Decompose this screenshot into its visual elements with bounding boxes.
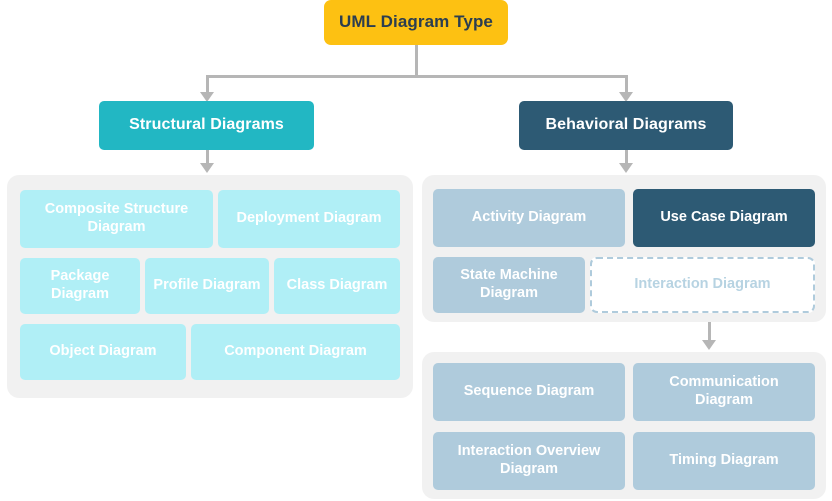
chip-interaction-overview-diagram-label: Interaction Overview Diagram [457,443,601,477]
chip-composite-structure-diagram[interactable]: Composite Structure Diagram [20,190,213,248]
chip-profile-diagram-label: Profile Diagram [153,277,261,294]
arrow-structural-panel-icon [200,163,214,173]
chip-object-diagram-label: Object Diagram [49,343,157,360]
chip-composite-structure-diagram-label: Composite Structure Diagram [44,201,189,235]
node-structural-diagrams[interactable]: Structural Diagrams [99,101,314,150]
chip-profile-diagram[interactable]: Profile Diagram [145,258,269,314]
chip-communication-diagram-label: Communication Diagram [669,374,779,408]
chip-use-case-diagram[interactable]: Use Case Diagram [633,189,815,247]
chip-class-diagram[interactable]: Class Diagram [274,258,400,314]
connector-interaction-to-panel [708,315,711,344]
chip-sequence-diagram[interactable]: Sequence Diagram [433,363,625,421]
connector-root-stem [415,45,418,78]
chip-sequence-diagram-label: Sequence Diagram [463,383,595,400]
chip-object-diagram[interactable]: Object Diagram [20,324,186,380]
chip-component-diagram-label: Component Diagram [224,343,367,360]
node-uml-diagram-type-label: UML Diagram Type [338,12,493,32]
chip-deployment-diagram-label: Deployment Diagram [236,210,382,227]
chip-timing-diagram[interactable]: Timing Diagram [633,432,815,490]
chip-use-case-diagram-label: Use Case Diagram [660,209,788,226]
chip-package-diagram[interactable]: Package Diagram [20,258,140,314]
structural-diagrams-panel: Composite Structure Diagram Deployment D… [7,175,413,398]
arrow-to-behavioral-icon [619,92,633,102]
node-behavioral-diagrams[interactable]: Behavioral Diagrams [519,101,733,150]
arrow-to-structural-icon [200,92,214,102]
connector-behavioral-to-panel [625,150,628,167]
connector-structural-to-panel [206,150,209,167]
chip-class-diagram-label: Class Diagram [286,277,388,294]
node-behavioral-diagrams-label: Behavioral Diagrams [545,116,707,134]
interaction-diagrams-panel: Sequence Diagram Communication Diagram I… [422,352,826,499]
chip-activity-diagram-label: Activity Diagram [471,209,587,226]
behavioral-diagrams-panel: Activity Diagram Use Case Diagram State … [422,175,826,322]
arrow-behavioral-panel-icon [619,163,633,173]
chip-communication-diagram[interactable]: Communication Diagram [633,363,815,421]
connector-to-behavioral [625,75,628,97]
node-uml-diagram-type[interactable]: UML Diagram Type [324,0,508,45]
chip-state-machine-diagram-label: State Machine Diagram [460,267,558,301]
chip-deployment-diagram[interactable]: Deployment Diagram [218,190,400,248]
chip-timing-diagram-label: Timing Diagram [669,452,779,469]
chip-interaction-diagram-label: Interaction Diagram [634,276,771,293]
chip-state-machine-diagram[interactable]: State Machine Diagram [433,257,585,313]
chip-interaction-overview-diagram[interactable]: Interaction Overview Diagram [433,432,625,490]
chip-package-diagram-label: Package Diagram [50,268,110,302]
connector-root-bus [206,75,628,78]
node-structural-diagrams-label: Structural Diagrams [129,116,284,134]
chip-activity-diagram[interactable]: Activity Diagram [433,189,625,247]
connector-to-structural [206,75,209,97]
arrow-interaction-panel-icon [702,340,716,350]
chip-component-diagram[interactable]: Component Diagram [191,324,400,380]
chip-interaction-diagram[interactable]: Interaction Diagram [590,257,815,313]
